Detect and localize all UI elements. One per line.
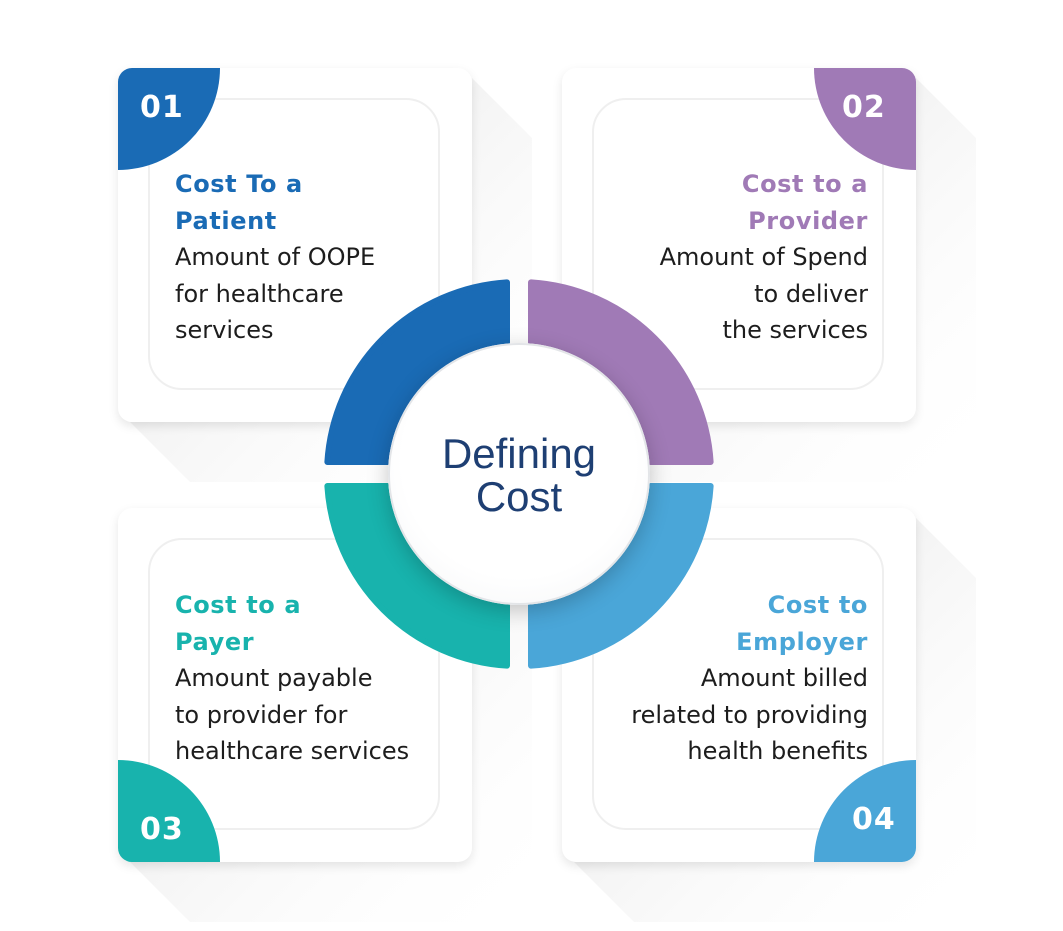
badge-number: 01 — [140, 90, 184, 125]
card-title: Cost To a Patient — [175, 166, 465, 239]
card-body-line: Amount payable — [175, 664, 373, 692]
card-title-line: Cost to a — [741, 170, 868, 198]
center-title: Defining Cost — [388, 432, 650, 518]
card-body-line: to deliver — [754, 279, 868, 308]
card-text: Cost to Employer Amount billed related t… — [578, 587, 868, 770]
card-title-line: Patient — [175, 206, 277, 235]
card-body-line: Amount billed — [700, 664, 868, 692]
card-title-line: Cost To a — [175, 170, 303, 198]
card-text: Cost To a Patient Amount of OOPE for hea… — [175, 166, 465, 349]
card-body-line: to provider for — [175, 700, 348, 729]
card-inner-border — [148, 538, 440, 830]
card-text: Cost to a Provider Amount of Spend to de… — [578, 166, 868, 349]
card-body-line: related to providing — [631, 700, 868, 729]
center-title-line: Cost — [475, 473, 563, 520]
card-title-line: Provider — [748, 206, 868, 235]
card-title: Cost to a Payer — [175, 587, 465, 660]
arc-segment-light-blue — [528, 483, 714, 669]
card-title-line: Payer — [175, 627, 255, 656]
card-title-line: Cost to — [767, 591, 868, 619]
card-body-line: services — [175, 316, 274, 344]
card-body-line: for healthcare — [175, 279, 344, 308]
center-title-line: Defining — [441, 430, 597, 477]
card-inner-border — [148, 98, 440, 390]
badge-number: 02 — [842, 90, 886, 125]
card-body-line: the services — [722, 316, 869, 344]
center-circle — [388, 343, 650, 605]
card-body-line: Amount of OOPE — [175, 243, 376, 271]
card-title: Cost to a Provider — [578, 166, 868, 239]
card-body-line: healthcare services — [175, 737, 410, 765]
badge-number: 03 — [140, 812, 184, 847]
card-inner-border — [592, 538, 884, 830]
badge-number: 04 — [852, 802, 896, 837]
card-text: Cost to a Payer Amount payable to provid… — [175, 587, 465, 770]
arc-segment-purple — [528, 279, 714, 465]
arc-segment-teal — [324, 483, 510, 669]
card-body-line: Amount of Spend — [659, 243, 868, 271]
card-title-line: Cost to a — [175, 591, 302, 619]
card-cost-to-employer: 04 Cost to Employer Amount billed relate… — [562, 508, 916, 862]
card-title: Cost to Employer — [578, 587, 868, 660]
card-cost-to-patient: 01 Cost To a Patient Amount of OOPE for … — [118, 68, 472, 422]
card-inner-border — [592, 98, 884, 390]
card-title-line: Employer — [736, 627, 868, 656]
card-body-line: health benefits — [687, 737, 868, 765]
